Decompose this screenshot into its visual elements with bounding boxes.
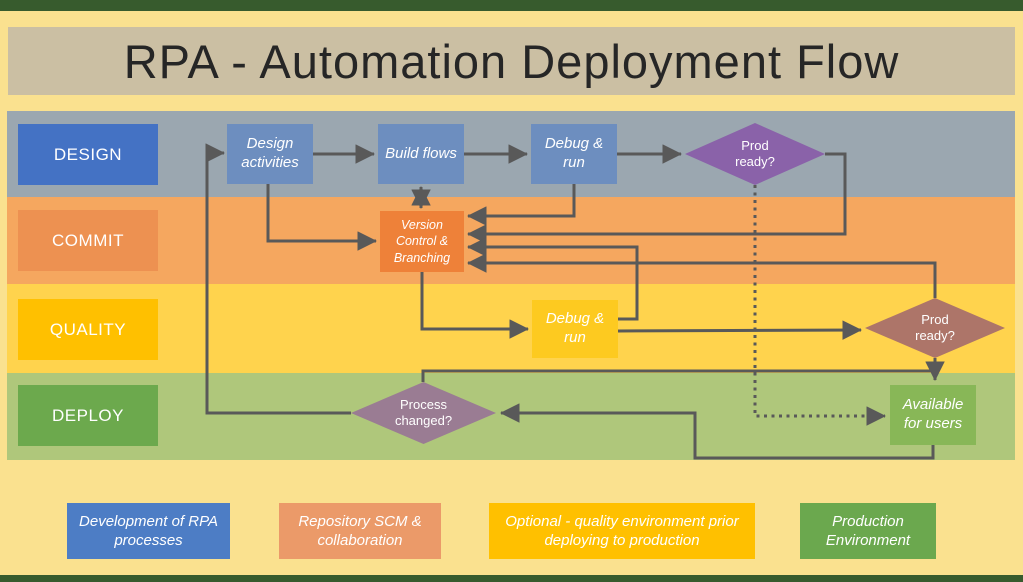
lane-label-commit-text: COMMIT [52,230,124,250]
lane-label-commit: COMMIT [18,210,158,271]
lane-band-deploy [7,373,1015,460]
lane-label-design: DESIGN [18,124,158,185]
legend-repository-scm: Repository SCM & collaboration [279,503,441,559]
decision-prod-ready-quality-label: Prod ready? [915,311,955,343]
lane-label-quality: QUALITY [18,299,158,360]
top-frame-bar [0,0,1023,11]
bottom-frame-bar [0,575,1023,582]
node-version-control: Version Control & Branching [380,211,464,272]
node-available-for-users: Available for users [890,385,976,445]
legend-optional-quality: Optional - quality environment prior dep… [489,503,755,559]
lane-band-commit [7,197,1015,284]
node-version-control-label: Version Control & Branching [393,218,451,265]
node-debug-run-design-label: Debug & run [544,135,604,171]
lane-label-quality-text: QUALITY [49,319,127,339]
legend-optional-quality-label: Optional - quality environment prior dep… [505,512,739,550]
node-debug-run-quality-label: Debug & run [545,310,605,346]
node-available-for-users-label: Available for users [902,396,964,432]
node-design-activities: Design activities [227,124,313,184]
node-debug-run-quality: Debug & run [532,300,618,358]
title-banner: RPA - Automation Deployment Flow [8,27,1015,95]
decision-prod-ready-design-label: Prod ready? [735,137,775,169]
lane-band-design [7,111,1015,197]
node-debug-run-design: Debug & run [531,124,617,184]
node-build-flows-label: Build flows [385,144,457,162]
legend-production-environment: Production Environment [800,503,936,559]
lane-band-quality [7,284,1015,373]
legend-development-rpa-label: Development of RPA processes [79,512,218,550]
lane-label-deploy-text: DEPLOY [52,405,124,425]
legend-repository-scm-label: Repository SCM & collaboration [298,512,422,550]
decision-process-changed-label: Process changed? [394,396,453,428]
legend-development-rpa: Development of RPA processes [67,503,230,559]
lane-label-design-text: DESIGN [53,144,123,164]
legend-production-environment-label: Production Environment [825,512,911,550]
node-design-activities-label: Design activities [241,135,299,171]
page-title: RPA - Automation Deployment Flow [123,34,900,88]
lane-label-deploy: DEPLOY [18,385,158,446]
node-build-flows: Build flows [378,124,464,184]
